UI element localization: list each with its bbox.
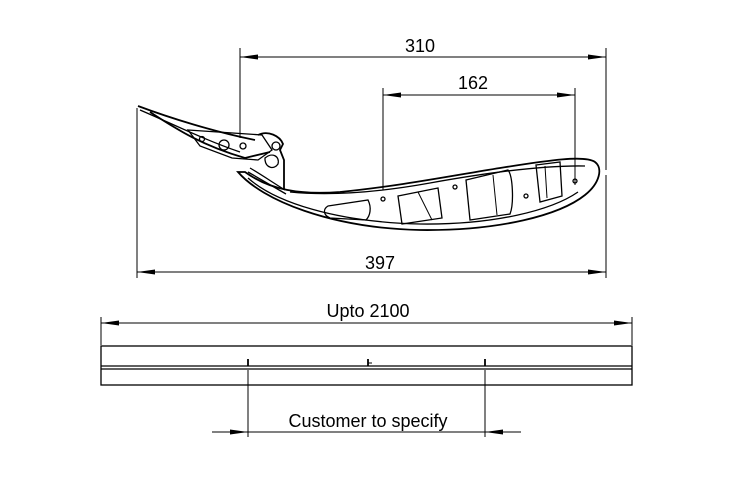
length-view: Upto 2100 Customer to specify [100,301,633,437]
mounting-hole [198,135,206,143]
mounting-plate [186,129,273,161]
rivet-hole [380,196,386,202]
clip-slot [264,154,279,169]
arrow-left [240,54,258,60]
arrow-left [383,92,401,98]
arrow-right [588,269,606,275]
arrow-right [485,429,503,435]
hinge-bracket [257,132,285,190]
dimension-label-162: 162 [458,73,488,93]
rivet-hole [523,193,529,199]
hinge-pin [271,141,281,151]
dimension-162: 162 [382,73,576,190]
bracket-strut-2 [247,171,287,195]
dimension-bracket-spacing: Customer to specify [212,370,521,437]
arrow-left [137,269,155,275]
dimension-label-397: 397 [365,253,395,273]
arrow-right [588,54,606,60]
arrow-right [557,92,575,98]
dimension-label-spacing: Customer to specify [288,411,447,431]
blade-elevation [100,345,633,386]
cutout-4 [535,161,563,203]
arrow-right [614,320,632,326]
blade-outline [236,157,601,231]
cutout-4-flange [544,165,548,199]
rivet-hole [572,178,578,184]
mounting-hole-large [218,139,230,151]
cutout-3 [465,169,514,221]
blade-profile [137,105,601,231]
profile-view: 310 162 397 [136,36,607,278]
cutout-2-flange [417,191,433,221]
dimension-label-length: Upto 2100 [326,301,409,321]
cutout-3-flange [492,174,498,216]
rivet-hole [452,184,458,190]
cutout-2 [397,187,443,225]
mounting-hole [239,142,247,150]
nose-fin-inner [139,109,241,153]
dimension-label-310: 310 [405,36,435,56]
arrow-left [230,429,248,435]
dimension-310: 310 [239,36,607,170]
cutout-1 [323,199,371,221]
dimension-397: 397 [136,108,607,278]
dimension-length: Upto 2100 [100,301,633,345]
nose-body-lower [149,111,271,159]
arrow-left [101,320,119,326]
nose-fin-outer [137,105,256,141]
blade-inner-lower [247,177,579,225]
blade-inner-upper [289,165,586,195]
